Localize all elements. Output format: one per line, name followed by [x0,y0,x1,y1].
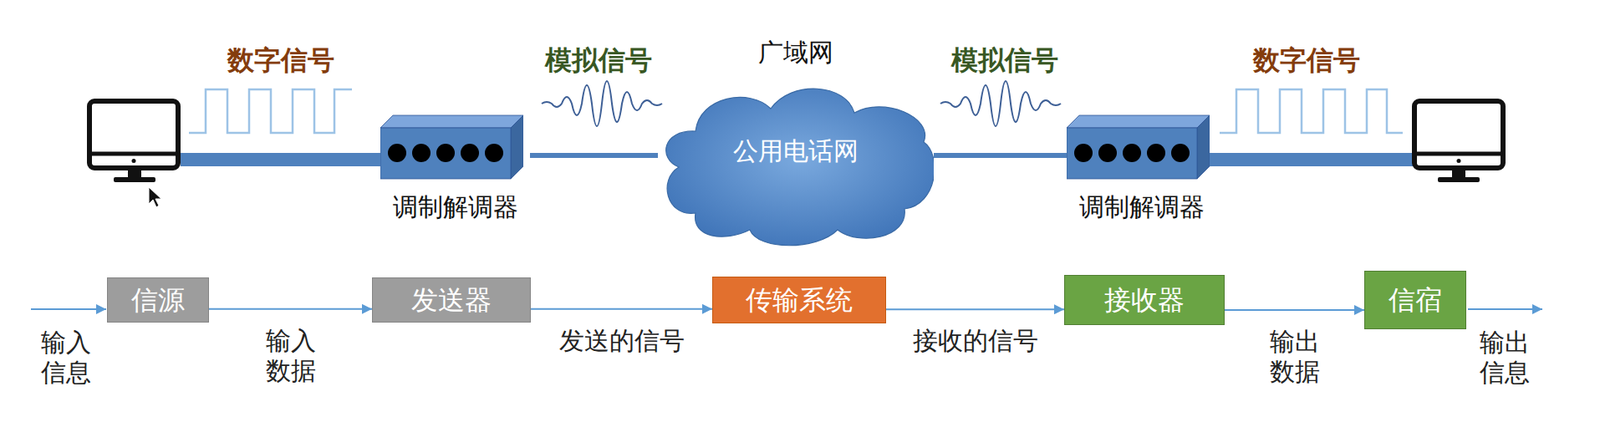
flow-label: 输出 信息 [1477,327,1533,388]
cloud-label: 公用电话网 [657,136,934,167]
monitor-base [1437,177,1480,183]
flow-connector [529,152,658,158]
mouse-cursor [148,187,162,208]
modem-front [380,127,511,179]
process-box: 信宿 [1364,270,1467,330]
modem-light [1098,143,1117,163]
flow-connector [530,308,713,311]
modem-front [1066,127,1198,179]
edge-label: 接收的信号 [912,326,1039,357]
process-box: 接收器 [1064,275,1225,326]
modem-label: 调制解调器 [1066,192,1217,223]
computer-icon [89,101,179,183]
modem-side [510,115,524,179]
modem-light [436,143,455,163]
modem-device: 调制解调器 [380,108,530,223]
cloud-heading: 广域网 [657,37,934,68]
modem-light [1122,143,1142,163]
modem-top [1066,115,1210,128]
modem-light [460,143,479,163]
flow-connector [208,308,372,311]
signal-label: 模拟信号 [951,44,1059,77]
box-label: 信源 [131,284,185,316]
modem-light [1171,143,1190,163]
modem-side [1197,115,1210,179]
process-box: 信源 [107,277,209,323]
modem-light [1146,143,1166,163]
modem-shape [380,108,524,184]
modem-device: 调制解调器 [1066,108,1217,223]
computer-icon [1414,101,1504,183]
monitor-screen [1414,101,1504,169]
analog-wave [541,81,663,127]
modem-label: 调制解调器 [380,192,530,223]
edge-label: 输入 数据 [263,326,319,387]
cable-bar [1207,152,1415,167]
process-box: 传输系统 [712,276,887,324]
modem-light [412,143,431,163]
cable-bar [180,152,383,167]
box-label: 信宿 [1388,284,1443,316]
digital-wave [1219,89,1403,133]
modem-light [484,143,504,163]
flow-connector [886,308,1065,311]
signal-label: 数字信号 [227,44,335,77]
modem-shape [1066,108,1210,184]
modem-light [387,143,407,163]
flow-label: 输入 信息 [38,327,94,388]
monitor-chin [1414,152,1504,157]
modem-top [380,115,524,128]
digital-wave [188,89,352,133]
edge-label: 输出 数据 [1267,326,1323,388]
network-cloud: 广域网公用电话网 [657,37,934,247]
analog-wave [940,81,1061,127]
output-arrow [1467,308,1543,311]
process-box: 发送器 [371,277,531,323]
signal-label: 模拟信号 [545,44,653,77]
flow-connector [1224,309,1365,311]
input-arrow [30,308,107,311]
monitor-neck [127,170,142,179]
edge-label: 发送的信号 [559,326,685,357]
monitor-screen [89,101,179,169]
cloud-outline [666,88,934,246]
flow-connector [933,152,1067,158]
power-dot [132,158,137,164]
box-label: 接收器 [1104,284,1185,316]
signal-label: 数字信号 [1253,44,1361,77]
box-label: 传输系统 [745,284,853,316]
box-label: 发送器 [411,284,492,316]
monitor-base [113,177,156,183]
monitor-neck [1452,170,1466,179]
modem-light [1074,143,1093,163]
monitor-chin [89,152,179,157]
power-dot [1457,158,1462,164]
